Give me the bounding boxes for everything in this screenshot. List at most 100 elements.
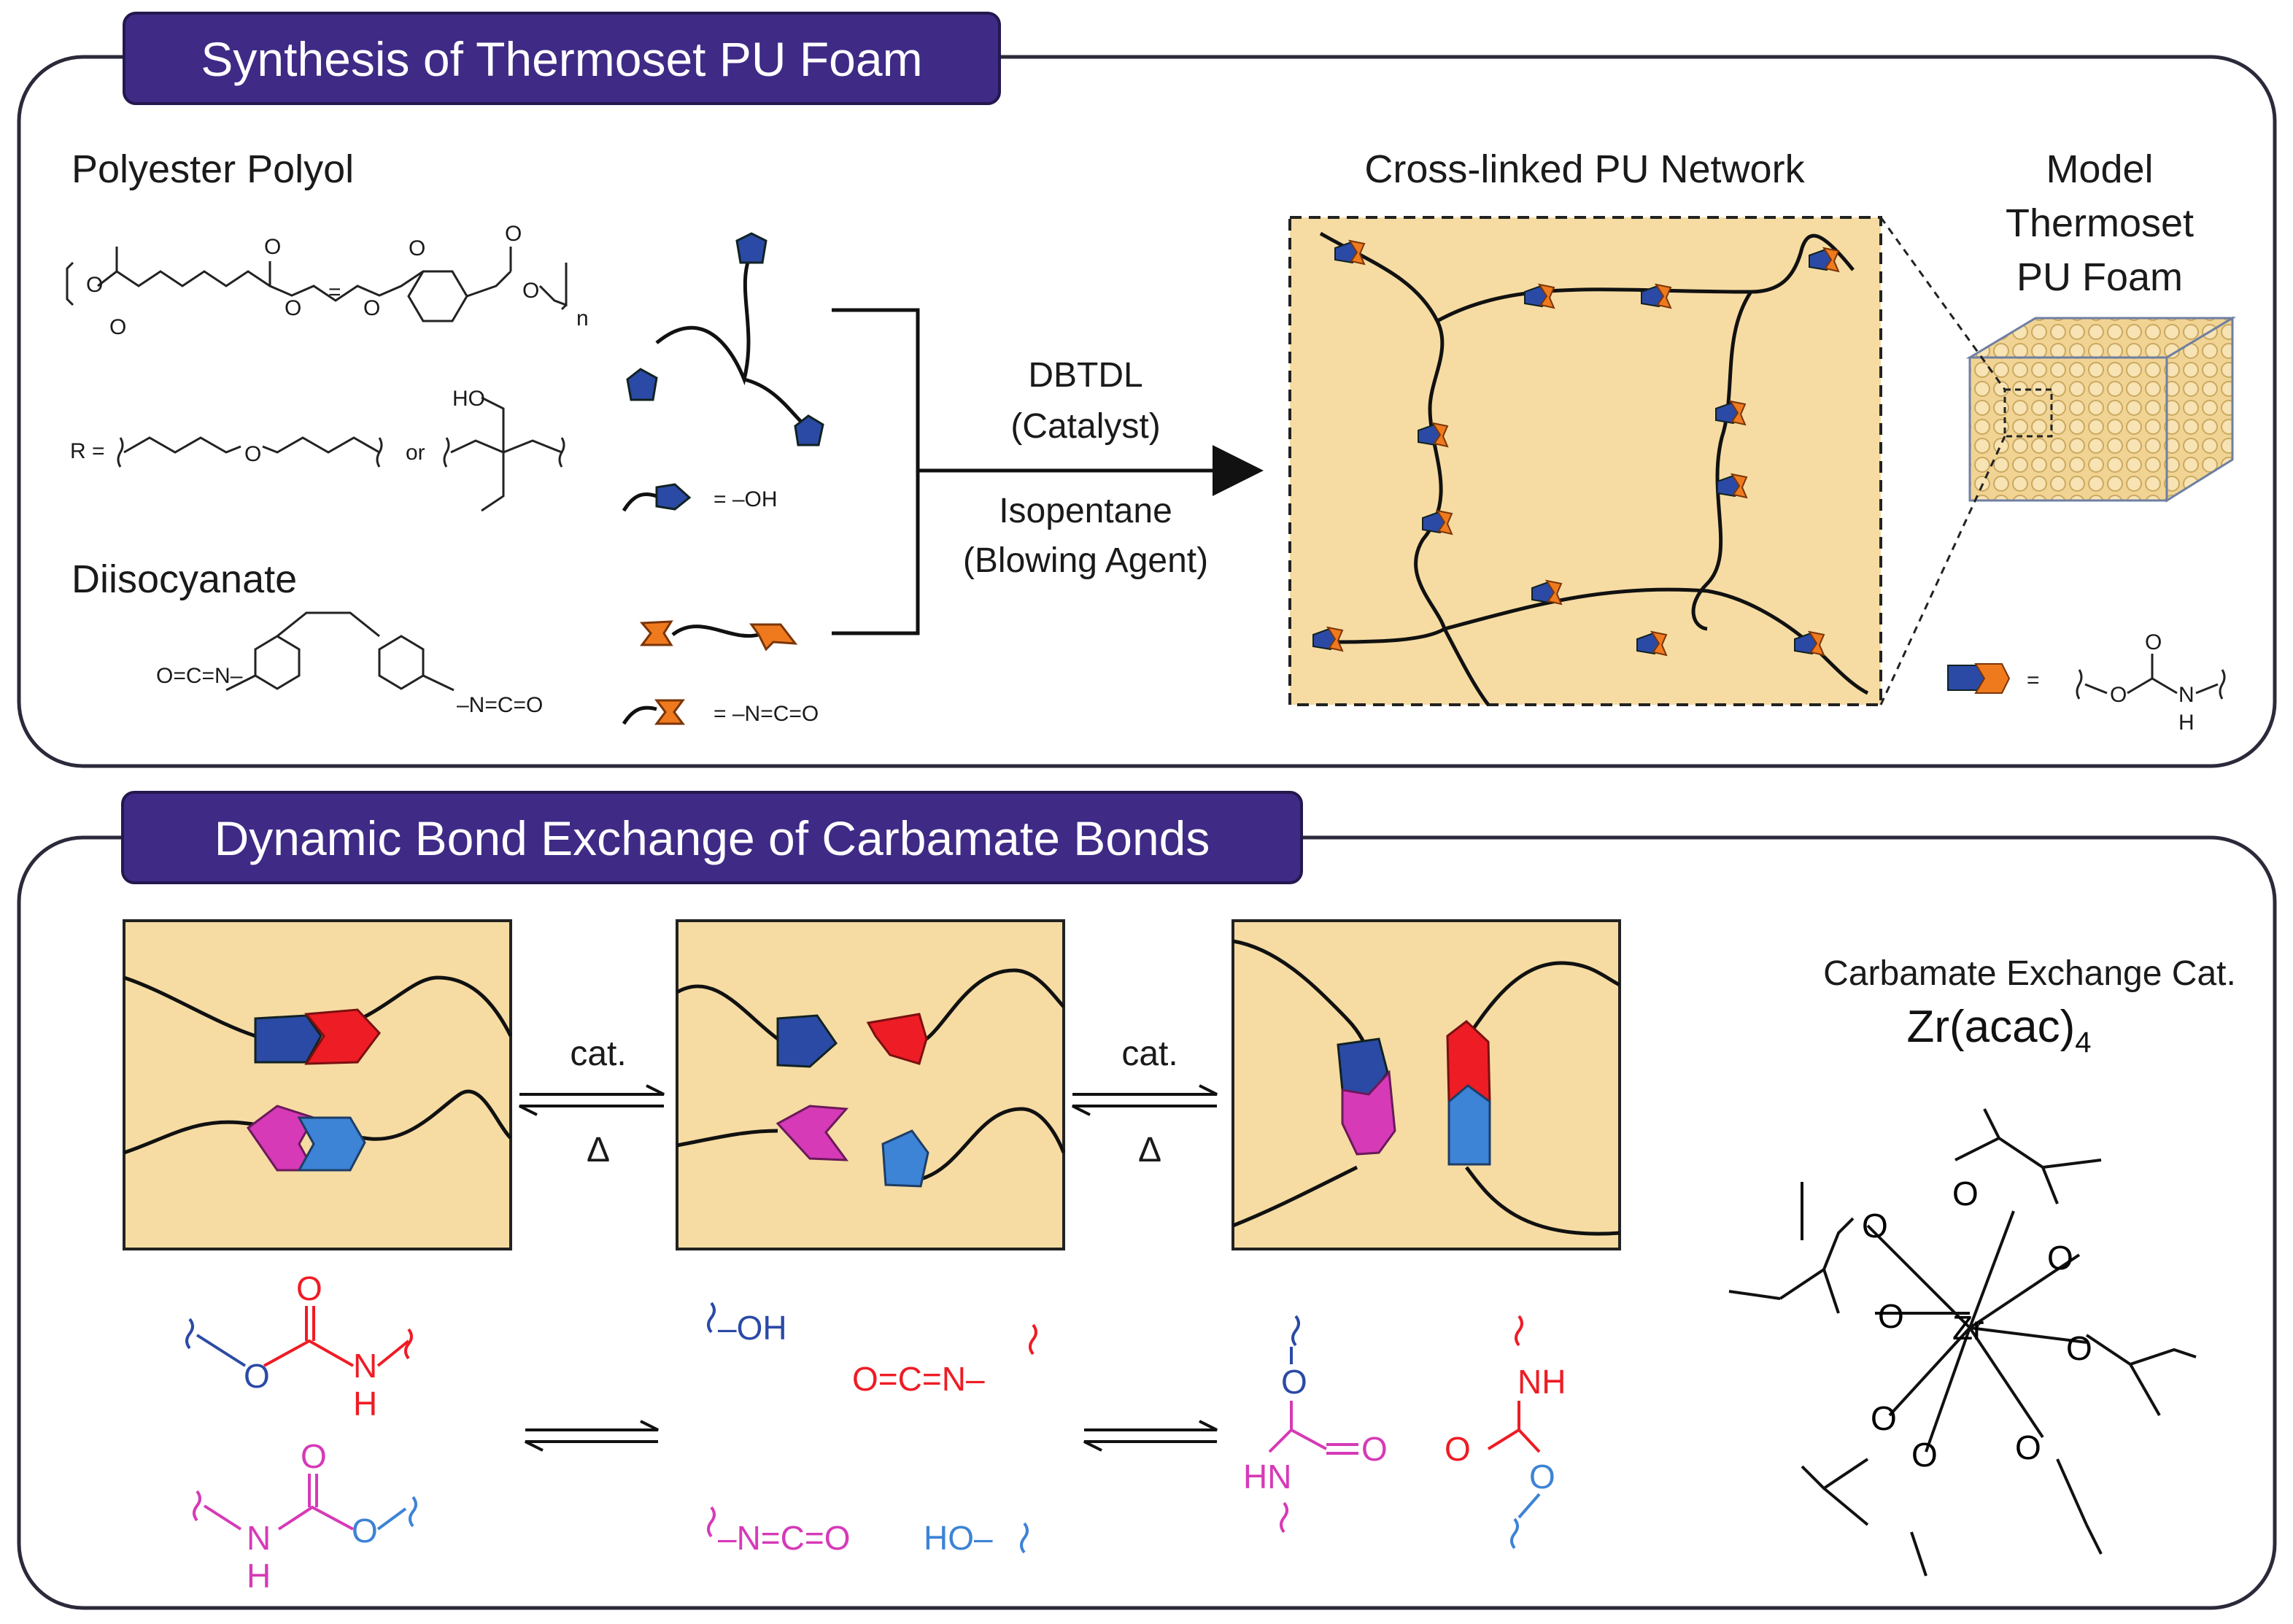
polyol-o7: O xyxy=(505,222,522,246)
polyol-o5: O xyxy=(363,296,380,320)
oh-key: = –OH xyxy=(622,483,778,512)
cat-label-1: cat. xyxy=(570,1035,626,1073)
struct2-o: O xyxy=(352,1512,378,1550)
zr-o4: O xyxy=(2047,1239,2073,1277)
nco-key-label: = –N=C=O xyxy=(714,702,819,726)
zr-complex-structure xyxy=(1728,1108,2197,1577)
polyol-o2: O xyxy=(109,315,126,339)
delta-label-2: Δ xyxy=(1138,1131,1161,1169)
catalyst-line2: (Catalyst) xyxy=(1010,407,1160,446)
polyol-r: = xyxy=(328,280,341,304)
free-nco-magenta: –N=C=O xyxy=(718,1519,851,1557)
struct4-nh: NH xyxy=(1517,1363,1566,1401)
network-title: Cross-linked PU Network xyxy=(1364,147,1805,191)
urethane-carbonyl-o: O xyxy=(2145,630,2162,654)
polyol-o3: O xyxy=(264,235,281,259)
equilibrium-arrows-2: cat. Δ xyxy=(1072,1035,1218,1169)
urethane-n: N xyxy=(2178,683,2195,707)
r-equals-label: R = xyxy=(70,439,105,463)
struct2-h: H xyxy=(247,1557,271,1595)
struct3-o: O xyxy=(1281,1363,1307,1401)
or-label: or xyxy=(406,441,425,465)
delta-label-1: Δ xyxy=(587,1131,610,1169)
triol-schematic xyxy=(626,232,824,446)
struct4-co: O xyxy=(1445,1430,1471,1468)
zr-title: Carbamate Exchange Cat. xyxy=(1823,954,2236,993)
synthesis-panel: Synthesis of Thermoset PU Foam Polyester… xyxy=(17,12,2277,768)
free-oh-blue: –OH xyxy=(718,1309,787,1347)
zr-o6: O xyxy=(2015,1428,2041,1466)
diisocyanate-schematic xyxy=(639,620,798,651)
reaction-bracket xyxy=(832,308,920,635)
polyol-label: Polyester Polyol xyxy=(71,147,354,191)
equilibrium-arrow-lower-2 xyxy=(1083,1420,1218,1452)
exchange-state-2 xyxy=(676,919,1066,1250)
oh-end-left xyxy=(626,368,658,401)
blowing-line2: (Blowing Agent) xyxy=(963,541,1208,580)
free-nco-red: O=C=N– xyxy=(852,1360,985,1398)
zoom-line-top xyxy=(1879,217,2006,390)
r-group-triol xyxy=(443,396,565,512)
struct2-co: O xyxy=(301,1437,327,1475)
r-group-ether xyxy=(117,436,383,468)
mdi-structure xyxy=(225,611,455,692)
free-ho-lightblue: HO– xyxy=(924,1519,993,1557)
zr-o3: O xyxy=(1952,1175,1979,1213)
zr-formula-main: Zr(acac) xyxy=(1906,1002,2075,1052)
zr-o7: O xyxy=(1911,1436,1938,1474)
exchange-title-box xyxy=(121,791,1303,884)
zr-o1: O xyxy=(1862,1207,1888,1245)
synthesis-title: Synthesis of Thermoset PU Foam xyxy=(201,32,922,86)
carbamate-structures-right: O O HN NH O O xyxy=(1243,1315,1566,1550)
struct1-co: O xyxy=(296,1269,322,1307)
polyol-o4: O xyxy=(285,296,301,320)
equilibrium-arrow-lower-1 xyxy=(525,1420,659,1452)
struct1-h: H xyxy=(353,1385,377,1423)
triol-ho-label: HO xyxy=(452,387,485,411)
carbamate-structures-left: O O N H N H O O xyxy=(185,1269,417,1595)
zr-o2: O xyxy=(1878,1297,1904,1335)
network-urethane-links xyxy=(1312,239,1840,657)
diisocyanate-label: Diisocyanate xyxy=(71,557,297,601)
blowing-line1: Isopentane xyxy=(999,492,1172,530)
urethane-h: H xyxy=(2178,711,2195,735)
polyol-o6: O xyxy=(409,236,425,260)
zr-center-label: Zr xyxy=(1952,1309,1984,1347)
nco-end-left xyxy=(639,620,673,646)
struct1-o: O xyxy=(244,1357,270,1395)
network-strands xyxy=(1319,231,1869,706)
zr-formula: Zr(acac)4 xyxy=(1906,1002,2091,1059)
urethane-equals: = xyxy=(2027,668,2040,692)
nco-key: = –N=C=O xyxy=(622,699,819,726)
synthesis-panel-border xyxy=(17,55,2277,768)
oh-key-label: = –OH xyxy=(714,487,778,511)
exchange-state-3 xyxy=(1231,919,1621,1250)
mdi-nco-left: O=C=N– xyxy=(156,664,243,688)
struct2-n: N xyxy=(247,1519,271,1557)
polyol-structure xyxy=(66,247,568,322)
struct4-o: O xyxy=(1529,1458,1555,1496)
catalyst-line1: DBTDL xyxy=(1028,356,1142,395)
foam-title-line1: Model xyxy=(2046,147,2153,191)
mdi-nco-right: –N=C=O xyxy=(457,693,543,717)
foam-title-line3: PU Foam xyxy=(2016,255,2183,299)
r-group-ether-o: O xyxy=(244,442,261,466)
struct1-n: N xyxy=(353,1347,377,1385)
foam-cube xyxy=(1965,316,2237,503)
exchange-title: Dynamic Bond Exchange of Carbamate Bonds xyxy=(214,811,1210,865)
zr-o5: O xyxy=(2066,1329,2092,1367)
zr-formula-subscript: 4 xyxy=(2075,1026,2091,1059)
zoom-line-bottom xyxy=(1879,436,2006,705)
polyol-o1: O xyxy=(86,273,103,297)
synthesis-title-box xyxy=(123,12,1001,105)
struct3-hn: HN xyxy=(1243,1458,1291,1496)
nco-end-right xyxy=(749,623,798,651)
oh-end-right xyxy=(794,414,824,446)
cat-label-2: cat. xyxy=(1121,1035,1178,1073)
exchange-state-1 xyxy=(123,919,513,1250)
foam-title-line2: Thermoset xyxy=(2006,201,2194,245)
urethane-o: O xyxy=(2110,683,2127,707)
struct3-co: O xyxy=(1361,1430,1388,1468)
zr-o8: O xyxy=(1871,1399,1897,1437)
